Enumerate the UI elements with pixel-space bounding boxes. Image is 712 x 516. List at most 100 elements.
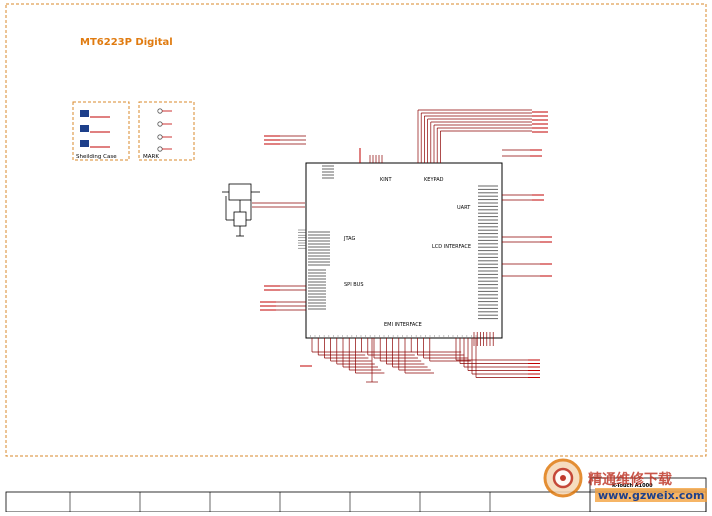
pin-label-mark xyxy=(322,174,334,176)
pin-label-mark xyxy=(438,335,440,337)
pin-label-mark xyxy=(478,243,498,245)
pin-label-mark xyxy=(360,335,362,337)
pin-label-mark xyxy=(466,335,468,337)
pin-label-mark xyxy=(323,335,325,337)
pin-label-mark xyxy=(322,171,334,173)
pin-labels xyxy=(308,165,498,337)
pin-label-mark xyxy=(402,335,403,337)
pin-label-mark xyxy=(478,253,498,255)
pin-label-mark xyxy=(308,308,326,310)
pin-label-mark xyxy=(478,314,498,316)
pin-label-mark xyxy=(308,287,326,289)
pin-label-mark xyxy=(383,335,385,337)
pin-label-mark xyxy=(443,335,445,337)
sheet-border xyxy=(5,3,707,457)
pin-label-mark xyxy=(342,335,343,337)
model-name: K-Touch A1000 xyxy=(612,483,653,489)
crystal-component xyxy=(222,183,260,237)
pin-label-mark xyxy=(328,335,330,337)
pin-label-mark xyxy=(308,278,326,280)
pin-label-mark xyxy=(457,335,458,337)
pin-label-mark xyxy=(461,335,463,337)
pin-label-mark xyxy=(308,293,326,295)
pin-label-mark xyxy=(478,212,498,214)
pin-label-mark xyxy=(308,275,326,277)
pin-label-mark xyxy=(308,243,330,245)
block-keypad: KEYPAD xyxy=(424,177,444,183)
pin-label-mark xyxy=(308,246,330,248)
pin-label-mark xyxy=(308,272,326,274)
pin-label-mark xyxy=(478,287,498,289)
pin-label-mark xyxy=(314,335,316,337)
watermark-url: www.gzweix.com xyxy=(598,489,704,502)
pin-label-mark xyxy=(478,202,498,204)
pin-label-mark xyxy=(478,222,498,224)
pin-label-mark xyxy=(478,280,498,282)
shielding-case-label: Sheilding Case xyxy=(76,154,117,160)
pin-label-mark xyxy=(319,335,320,337)
pin-label-mark xyxy=(379,335,380,337)
mt6223p-chip xyxy=(305,162,503,339)
pin-label-mark xyxy=(478,216,498,218)
sheet-title: MT6223P Digital xyxy=(80,37,173,48)
pin-label-mark xyxy=(478,277,498,279)
pin-label-mark xyxy=(406,335,408,337)
pin-label-mark xyxy=(478,195,498,197)
pin-label-mark xyxy=(478,226,498,228)
pin-label-mark xyxy=(478,284,498,286)
pin-label-mark xyxy=(475,335,477,337)
pin-label-mark xyxy=(425,335,426,337)
pin-label-mark xyxy=(480,335,481,337)
pin-label-mark xyxy=(365,335,366,337)
pin-label-mark xyxy=(308,249,330,251)
shield-part-2 xyxy=(80,125,89,132)
block-lcd-interface: LCD INTERFACE xyxy=(432,244,471,250)
pin-label-mark xyxy=(478,270,498,272)
pin-label-mark xyxy=(478,260,498,262)
pin-label-mark xyxy=(308,234,330,236)
pin-label-mark xyxy=(397,335,399,337)
pin-label-mark xyxy=(322,165,334,167)
pin-label-mark xyxy=(337,335,339,337)
pin-label-mark xyxy=(478,256,498,258)
mark-group: MARK xyxy=(138,101,195,161)
pin-label-mark xyxy=(478,311,498,313)
pin-label-mark xyxy=(308,269,326,271)
pin-label-mark xyxy=(308,237,330,239)
pin-label-mark xyxy=(478,219,498,221)
pin-label-mark xyxy=(346,335,348,337)
pin-label-mark xyxy=(374,335,376,337)
pin-label-mark xyxy=(478,273,498,275)
pin-label-mark xyxy=(478,290,498,292)
pin-label-mark xyxy=(308,252,330,254)
pin-label-mark xyxy=(388,335,389,337)
pin-label-mark xyxy=(478,205,498,207)
pin-label-mark xyxy=(322,168,334,170)
pin-label-mark xyxy=(411,335,412,337)
pin-label-mark xyxy=(308,281,326,283)
pin-label-mark xyxy=(392,335,394,337)
pin-label-mark xyxy=(308,264,330,266)
mark-box xyxy=(138,101,195,161)
pin-label-mark xyxy=(478,250,498,252)
pin-label-mark xyxy=(478,229,498,231)
pin-label-mark xyxy=(308,240,330,242)
pin-label-mark xyxy=(308,305,326,307)
pin-label-mark xyxy=(429,335,431,337)
pin-label-mark xyxy=(420,335,422,337)
pin-label-mark xyxy=(478,318,498,320)
pin-label-mark xyxy=(478,304,498,306)
pin-label-mark xyxy=(434,335,435,337)
shielding-case-group: Sheilding Case xyxy=(72,101,130,161)
pin-label-mark xyxy=(322,177,334,179)
shield-part-3 xyxy=(80,140,89,147)
shield-part-1 xyxy=(80,110,89,117)
pin-label-mark xyxy=(478,188,498,190)
block-kint: KINT xyxy=(380,177,392,183)
pin-label-mark xyxy=(452,335,454,337)
pin-label-mark xyxy=(308,284,326,286)
signal-wires xyxy=(260,109,552,383)
pin-label-mark xyxy=(333,335,334,337)
